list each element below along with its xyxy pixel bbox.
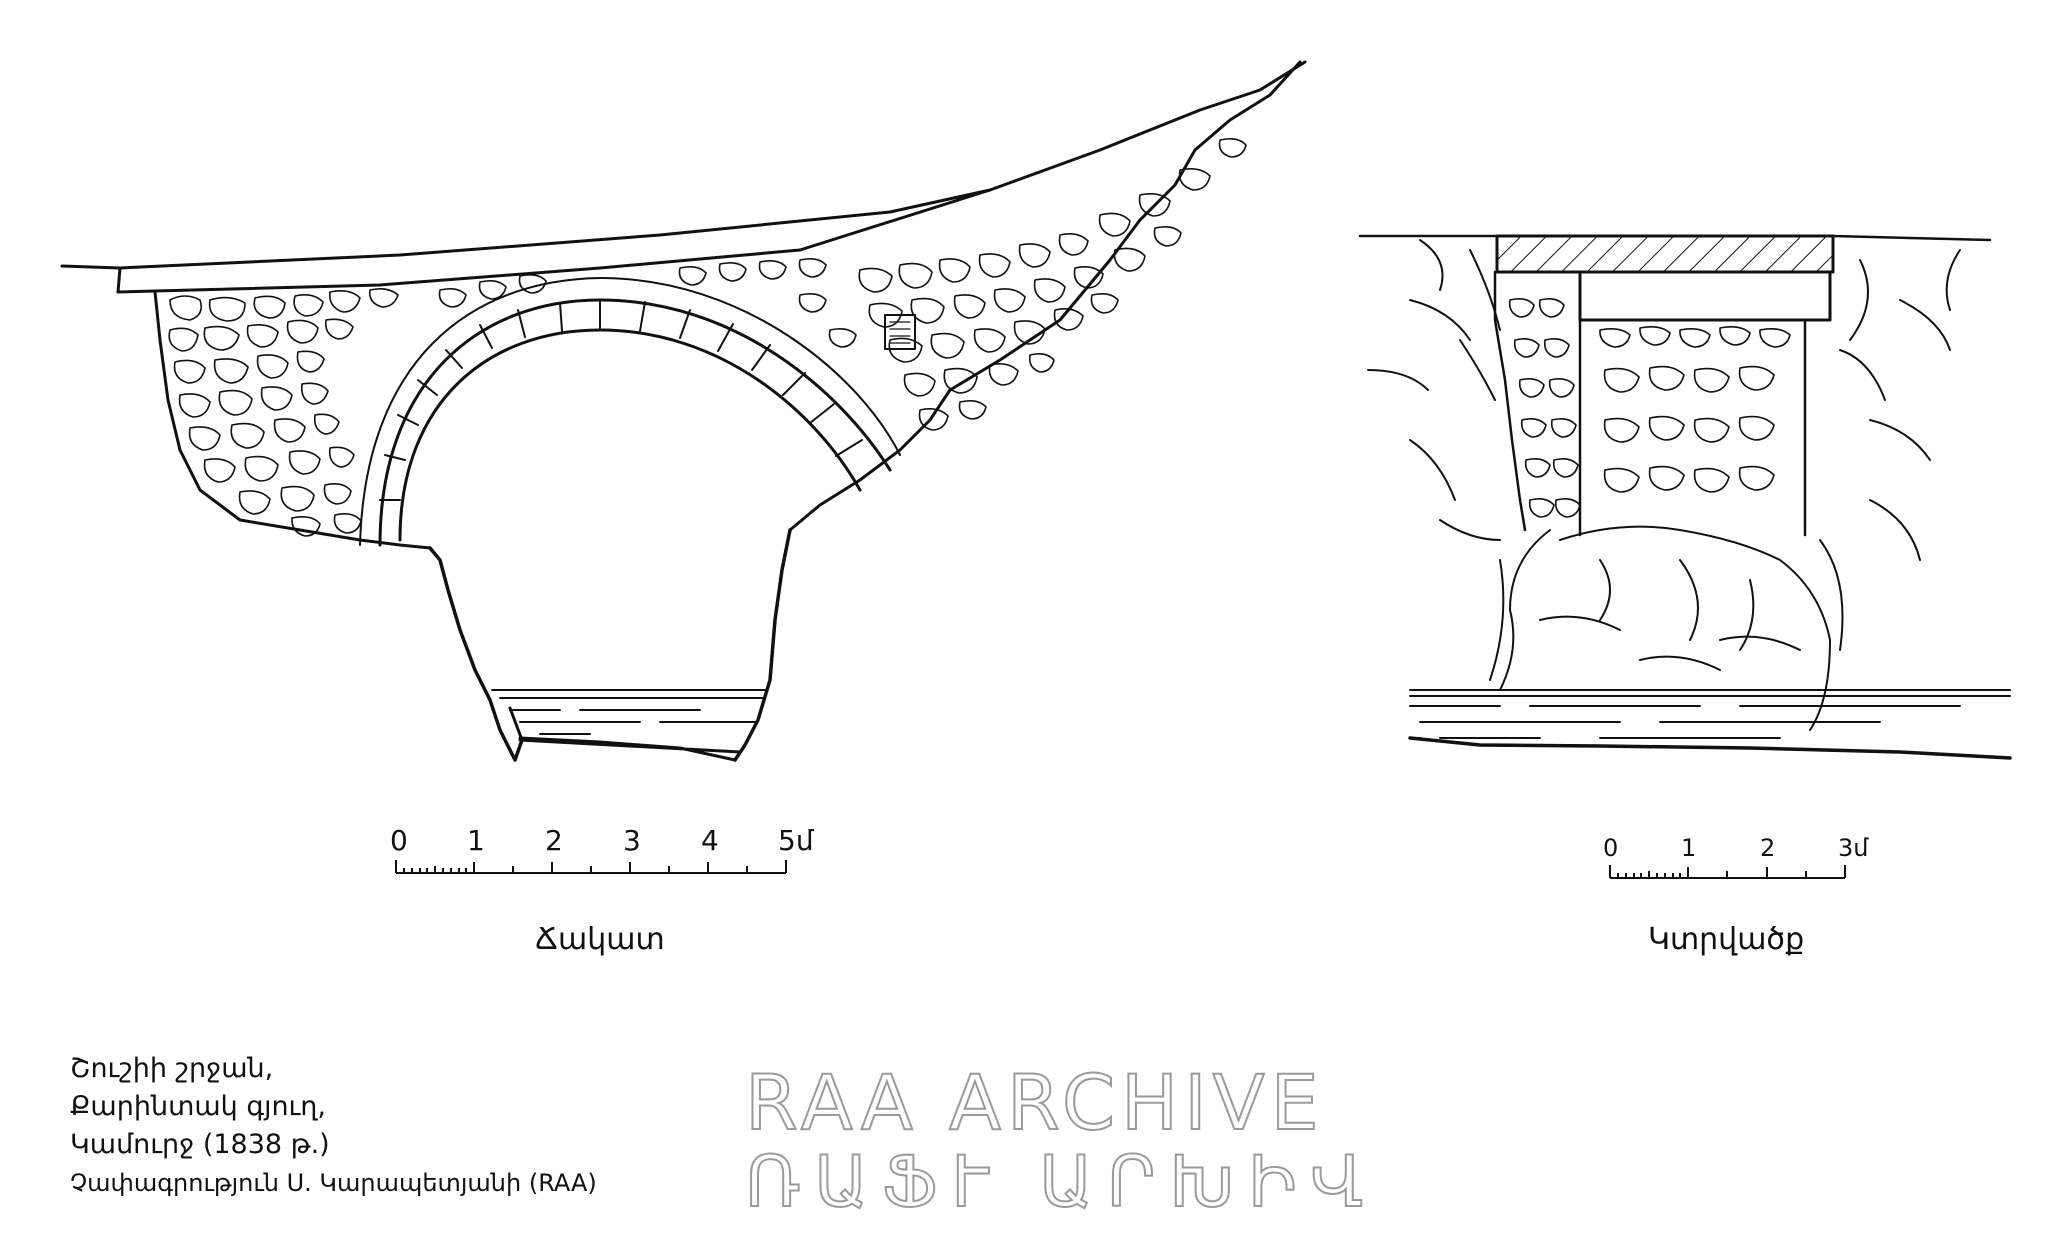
scale-bar-section-labels: 0 1 2 3մ [1603, 834, 1869, 862]
section-label: Կտրվածք [1648, 922, 1805, 957]
scale-tick-label: 1 [1681, 834, 1696, 862]
gorge-profile [428, 546, 524, 762]
scale-tick-label: 3մ [1838, 834, 1869, 862]
watermark-armenian: ՌԱՖՒ ԱՐԽԻՎ [744, 1141, 1378, 1223]
section-arch-beam [1578, 270, 1832, 322]
water-lines-elevation [491, 689, 766, 735]
masonry-stones-elevation [168, 138, 1247, 537]
arch-intrados [398, 328, 862, 542]
scale-tick-label: 0 [1603, 834, 1618, 862]
scale-tick-label: 0 [390, 824, 408, 857]
caption-village: Քարինտակ գյուղ, [70, 1091, 326, 1122]
section-rock-lines [1367, 239, 1961, 731]
bridge-elevation-drawing [60, 60, 1307, 762]
scale-tick-label: 2 [545, 824, 563, 857]
right-bank-profile [988, 60, 1307, 192]
watermark: RAA ARCHIVE ՌԱՖՒ ԱՐԽԻՎ [744, 1058, 1378, 1223]
elevation-label: Ճակատ [535, 922, 665, 957]
scale-tick-label: 3 [623, 824, 641, 857]
bridge-section-drawing [1358, 234, 2012, 760]
scale-tick-label: 5մ [778, 824, 815, 857]
inscription-plaque [884, 314, 916, 350]
scale-tick-label: 1 [467, 824, 485, 857]
bridge-deck [60, 188, 992, 270]
scale-bar-elevation [395, 860, 787, 874]
arch-extrados [378, 298, 892, 547]
masonry-stones-section [1508, 298, 1791, 518]
river-bed-section [1408, 736, 2012, 760]
caption-monument: Կամուրջ (1838 թ.) [70, 1129, 330, 1160]
caption-block: Շուշիի շրջան, Քարինտակ գյուղ, Կամուրջ (1… [70, 1050, 597, 1202]
section-deck-hatched [1495, 234, 1835, 274]
watermark-latin: RAA ARCHIVE [744, 1058, 1325, 1147]
scale-bar-elevation-labels: 0 1 2 3 4 5մ [390, 824, 815, 857]
arch-voussoirs [379, 299, 863, 501]
scale-tick-label: 4 [701, 824, 719, 857]
water-lines-section [1409, 689, 2011, 739]
scale-bar-section [1609, 865, 1846, 879]
caption-credit: Չափագրություն Ս. Կարապետյանի (RAA) [70, 1169, 597, 1197]
scale-tick-label: 2 [1760, 834, 1775, 862]
caption-region: Շուշիի շրջան, [70, 1053, 274, 1084]
